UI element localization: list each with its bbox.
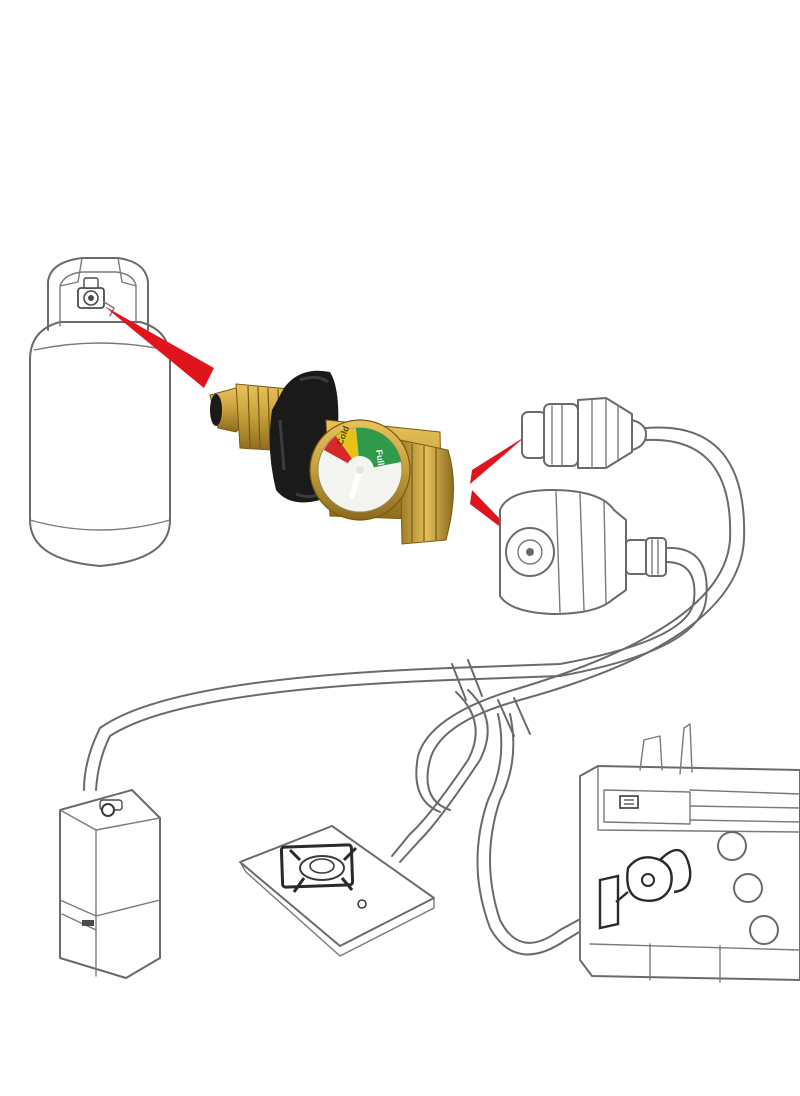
qcc1-nut [499,489,667,615]
gauge-needle [349,467,363,499]
burner-knob-icon [357,899,367,909]
gauge-label-green: Full [374,449,386,466]
propane-tank [29,257,171,567]
gauge-adapter: Cold Full [209,370,454,545]
grill-knob-icon [733,873,763,903]
hoses [83,426,746,956]
grill-knob-icon [717,831,747,861]
grill-knob-icon [749,915,779,945]
grill-regulator-icon [598,848,692,930]
water-heater [59,789,161,979]
pointer-tank-to-adapter [104,306,214,388]
tank-valve-icon [77,277,115,317]
gauge-dial: Cold Full [324,424,401,499]
acme-fitting [521,397,647,469]
bbq-grill [579,723,800,983]
gas-burner [239,825,435,957]
gas-inlet-icon [101,803,115,817]
pointer-adapter-to-acme [470,436,526,484]
